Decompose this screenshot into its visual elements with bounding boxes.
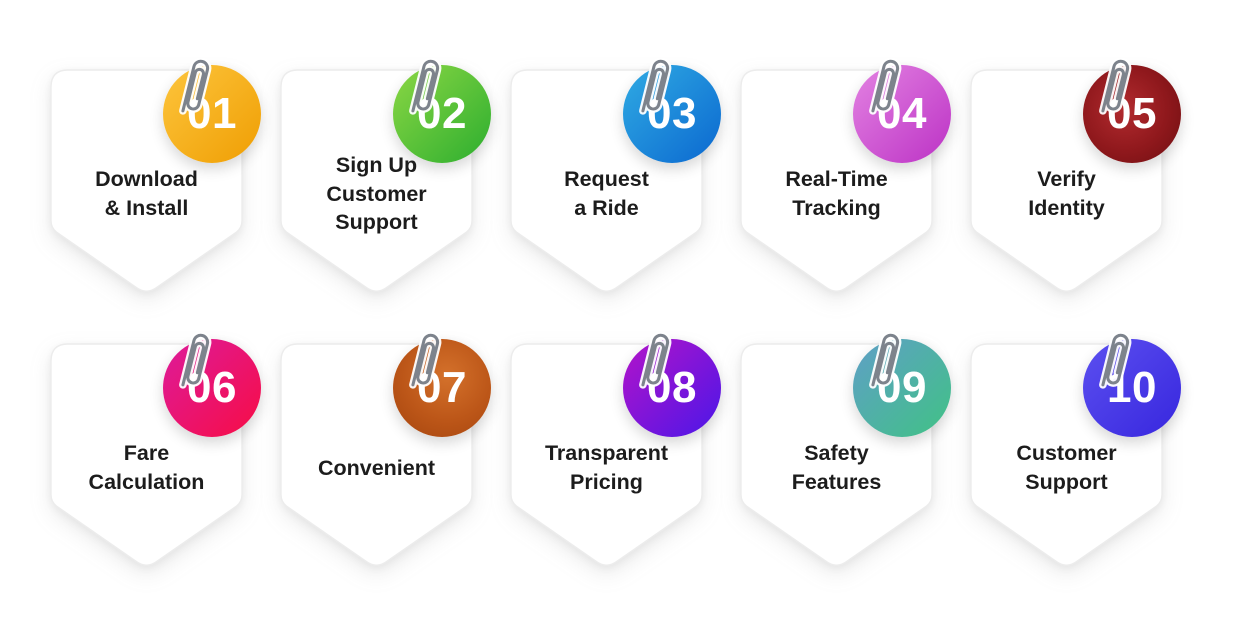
step-card-2: 02 Sign Up Customer Support bbox=[280, 57, 491, 295]
step-card-10: 10 Customer Support bbox=[970, 331, 1181, 569]
step-number-badge: 08 bbox=[623, 339, 721, 437]
paperclip-icon bbox=[869, 57, 902, 115]
step-card-9: 09 Safety Features bbox=[740, 331, 951, 569]
step-number-badge: 05 bbox=[1083, 65, 1181, 163]
step-label: Download & Install bbox=[95, 167, 198, 220]
step-label: Customer Support bbox=[1016, 441, 1117, 494]
paperclip-icon bbox=[869, 331, 902, 389]
step-card-1: 01 Download & Install bbox=[50, 57, 261, 295]
step-card-8: 08 Transparent Pricing bbox=[510, 331, 721, 569]
step-number-badge: 09 bbox=[853, 339, 951, 437]
paperclip-icon bbox=[1099, 57, 1132, 115]
paperclip-icon bbox=[1099, 331, 1132, 389]
step-label: Fare Calculation bbox=[88, 441, 205, 494]
step-label: Sign Up Customer Support bbox=[326, 153, 427, 235]
paperclip-icon bbox=[179, 331, 212, 389]
step-label: Transparent Pricing bbox=[544, 441, 669, 494]
step-number-badge: 07 bbox=[393, 339, 491, 437]
paperclip-icon bbox=[409, 331, 442, 389]
paperclip-icon bbox=[179, 57, 212, 115]
step-label: Request a Ride bbox=[564, 167, 649, 220]
paperclip-icon bbox=[639, 57, 672, 115]
step-label: Real-Time Tracking bbox=[785, 167, 888, 220]
step-card-3: 03 Request a Ride bbox=[510, 57, 721, 295]
step-card-6: 06 Fare Calculation bbox=[50, 331, 261, 569]
step-card-5: 05 Verify Identity bbox=[970, 57, 1181, 295]
step-label: Safety Features bbox=[791, 441, 882, 494]
step-number-badge: 03 bbox=[623, 65, 721, 163]
step-number-badge: 01 bbox=[163, 65, 261, 163]
step-card-7: 07 Convenient bbox=[280, 331, 491, 569]
step-card-4: 04 Real-Time Tracking bbox=[740, 57, 951, 295]
paperclip-icon bbox=[639, 331, 672, 389]
step-number-badge: 06 bbox=[163, 339, 261, 437]
step-label: Convenient bbox=[317, 455, 436, 480]
step-label: Verify Identity bbox=[1028, 167, 1105, 220]
step-number-badge: 10 bbox=[1083, 339, 1181, 437]
paperclip-icon bbox=[409, 57, 442, 115]
